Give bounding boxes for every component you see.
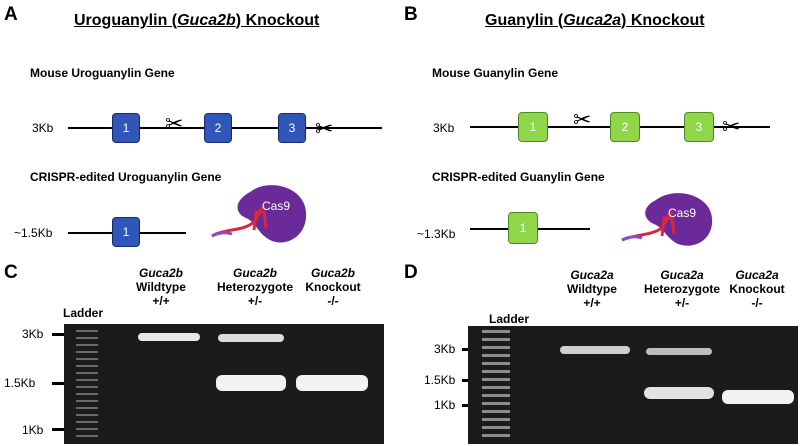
band (218, 334, 284, 342)
scissors-icon: ✂ (573, 107, 592, 132)
panel-d-marker-1kb: 1Kb (434, 398, 456, 412)
marker-tick (52, 428, 64, 431)
panel-d-gel (468, 326, 798, 444)
band (138, 333, 200, 341)
scissors-icon: ✂ (722, 114, 741, 139)
panel-c-ladder-label: Ladder (62, 306, 103, 320)
marker-tick (462, 379, 470, 382)
marker-tick (52, 382, 64, 385)
panel-a-letter: A (4, 4, 18, 25)
cas9-icon (621, 193, 713, 246)
panel-b-wt-size: 3Kb (433, 121, 455, 135)
panel-d-marker-3kb: 3Kb (434, 342, 456, 356)
panel-c-letter: C (4, 262, 18, 283)
panel-a-exon-3: 3 (278, 113, 306, 143)
band (646, 348, 712, 355)
panel-c-marker-1kb: 1Kb (22, 423, 44, 437)
panel-d-letter: D (404, 262, 418, 283)
panel-a-edited-size: ~1.5Kb (14, 226, 53, 240)
marker-tick (462, 348, 470, 351)
panel-a-edited-gene-label: CRISPR-edited Uroguanylin Gene (30, 170, 222, 184)
panel-a-exon-1: 1 (112, 113, 140, 143)
ladder-bands (76, 330, 98, 440)
band (644, 387, 714, 399)
ladder-bands (482, 330, 510, 440)
panel-d-marker-1-5kb: 1.5Kb (424, 373, 456, 387)
panel-c-marker-1-5kb: 1.5Kb (4, 376, 36, 390)
panel-b-cas9-label: Cas9 (668, 206, 697, 220)
panel-a-wt-size: 3Kb (32, 121, 54, 135)
panel-b-exon-2: 2 (610, 112, 640, 142)
panel-a-title: Uroguanylin (Guca2b) Knockout (74, 12, 320, 29)
panel-b-exon-3: 3 (684, 112, 714, 142)
panel-d-ladder-label: Ladder (488, 312, 529, 326)
scissors-icon: ✂ (165, 111, 184, 136)
panel-c-gel (64, 324, 384, 444)
band (216, 375, 286, 391)
scissors-icon: ✂ (315, 116, 334, 141)
panel-a-edited-exon: 1 (112, 217, 140, 247)
panel-b-letter: B (404, 4, 418, 25)
panel-b-edited-gene-label: CRISPR-edited Guanylin Gene (432, 170, 605, 184)
panel-a-mouse-gene-label: Mouse Uroguanylin Gene (30, 66, 175, 80)
panel-c-marker-3kb: 3Kb (22, 327, 44, 341)
panel-b-edited-size: ~1.3Kb (417, 227, 456, 241)
band (722, 390, 794, 404)
marker-tick (52, 333, 64, 336)
band (296, 375, 368, 391)
panel-b-title: Guanylin (Guca2a) Knockout (485, 12, 705, 29)
band (560, 346, 630, 354)
panel-b-edited-exon: 1 (508, 212, 538, 244)
cas9-icon (211, 185, 307, 243)
panel-a-exon-2: 2 (204, 113, 232, 143)
panel-b-exon-1: 1 (518, 112, 548, 142)
panel-a-cas9-label: Cas9 (262, 199, 291, 213)
marker-tick (462, 404, 470, 407)
panel-b-mouse-gene-label: Mouse Guanylin Gene (432, 66, 559, 80)
